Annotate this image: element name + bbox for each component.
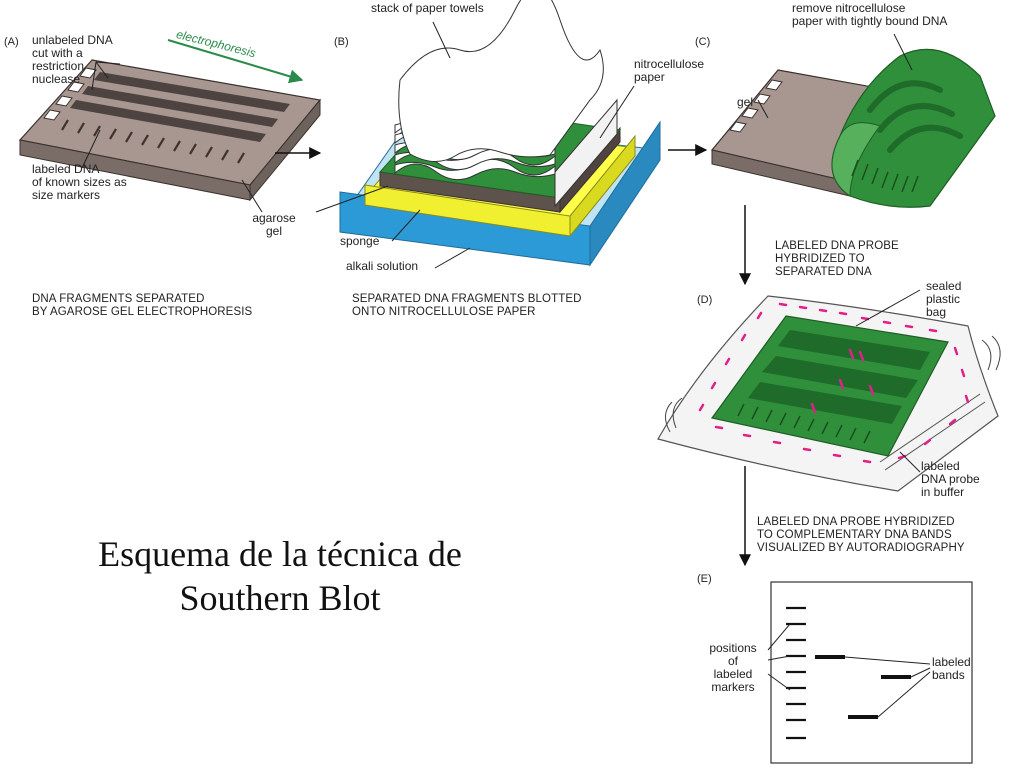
panel-e-letter: (E) <box>697 573 712 585</box>
marker-ladder <box>786 606 806 740</box>
panel-d-bag <box>657 289 1001 492</box>
panel-a-caption: DNA FRAGMENTS SEPARATED BY AGAROSE GEL E… <box>32 293 253 318</box>
panel-a-letter: (A) <box>4 36 19 48</box>
sponge-label: sponge <box>340 234 380 248</box>
probe-dashes <box>698 302 970 464</box>
remove-nitrocellulose-label: remove nitrocellulose paper with tightly… <box>792 1 948 28</box>
panel-b-letter: (B) <box>334 36 349 48</box>
gel-lanes <box>70 72 290 142</box>
marker-bands <box>61 119 245 164</box>
sealed-bag-label: sealed plastic bag <box>926 279 962 319</box>
panel-b-blot <box>315 0 661 269</box>
paper-towels <box>394 0 618 208</box>
agarose-gel-label: agarose gel <box>252 211 296 238</box>
alkali-label: alkali solution <box>346 259 419 273</box>
panel-c-peel <box>710 33 996 208</box>
panel-d-letter: (D) <box>697 294 713 306</box>
labeled-probe-label: labeled DNA probe in buffer <box>921 459 980 499</box>
labeled-bands-label: labeled bands <box>932 655 971 682</box>
gel-label: gel <box>737 95 754 109</box>
paper-towels-label: stack of paper towels <box>371 1 484 15</box>
slide-title: Esquema de la técnica de Southern Blot <box>98 534 462 618</box>
electrophoresis-arrow <box>167 39 304 84</box>
panel-c-letter: (C) <box>695 36 711 48</box>
nitrocellulose-label: nitrocellulose paper <box>634 57 705 84</box>
labeled-dna-label: labeled DNA of known sizes as size marke… <box>32 162 127 202</box>
marker-positions-label: positions of labeled markers <box>709 641 757 694</box>
panel-b-caption: SEPARATED DNA FRAGMENTS BLOTTED ONTO NIT… <box>352 293 582 318</box>
unlabeled-dna-label: unlabeled DNA cut with a restriction nuc… <box>32 33 113 86</box>
step-d-e-label: LABELED DNA PROBE HYBRIDIZED TO COMPLEME… <box>757 516 965 554</box>
step-c-d-label: LABELED DNA PROBE HYBRIDIZED TO SEPARATE… <box>775 240 899 278</box>
panel-a-gel <box>18 39 322 213</box>
labeled-bands <box>815 655 911 719</box>
panel-e-autorad <box>767 581 973 764</box>
gel-wells <box>43 67 97 121</box>
